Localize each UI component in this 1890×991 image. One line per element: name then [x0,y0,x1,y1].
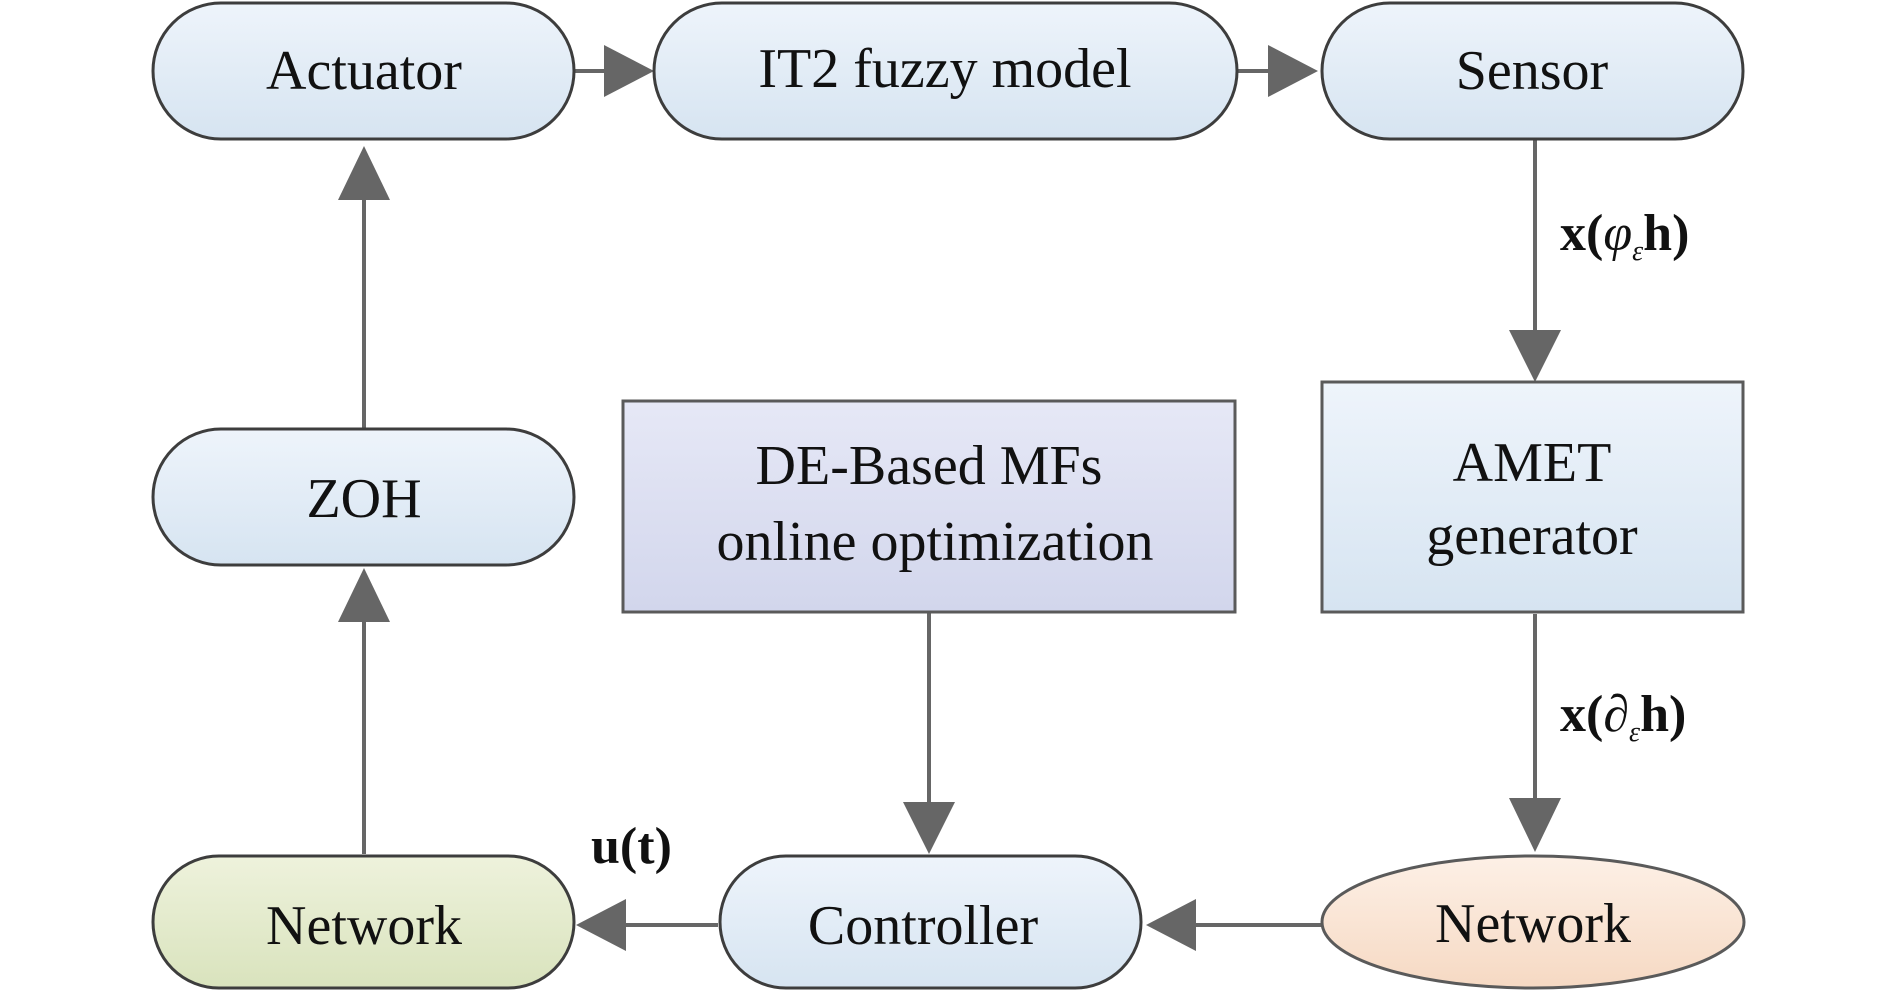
node-de-optimization-line1: DE-Based MFs [756,435,1103,497]
edge-label-u-t: u(t) [591,818,672,875]
node-network-left-label: Network [266,895,462,957]
node-amet-generator: AMET generator [1320,380,1745,614]
node-actuator: Actuator [151,1,576,141]
node-zoh: ZOH [151,427,576,567]
node-zoh-label: ZOH [306,468,421,530]
edge-actuator-to-model [574,45,654,97]
edge-zoh-to-actuator [338,146,390,428]
node-controller-label: Controller [808,895,1039,957]
node-de-optimization-line2: online optimization [716,511,1153,573]
edge-amet-to-network [1509,614,1561,852]
node-de-optimization: DE-Based MFs online optimization [621,399,1237,614]
edge-controller-to-network [576,899,718,951]
node-network-left: Network [151,854,576,990]
node-it2-fuzzy-model: IT2 fuzzy model [652,1,1239,141]
edge-sensor-to-amet [1509,140,1561,382]
edge-network-to-zoh [338,568,390,854]
node-sensor: Sensor [1320,1,1745,141]
edge-label-x-phi-h: x(φεh) [1560,205,1689,267]
node-network-right: Network [1320,854,1746,990]
node-controller: Controller [718,854,1143,990]
node-actuator-label: Actuator [266,40,462,102]
node-it2-fuzzy-model-label: IT2 fuzzy model [758,38,1131,100]
node-amet-generator-line1: AMET [1453,432,1612,494]
edge-label-x-partial-h: x(∂εh) [1560,686,1686,748]
node-amet-generator-line2: generator [1426,505,1638,567]
edge-optimization-to-controller [903,612,955,854]
node-network-right-label: Network [1435,893,1631,955]
node-sensor-label: Sensor [1456,40,1609,102]
edge-network-to-controller [1146,899,1322,951]
edge-model-to-sensor [1237,45,1318,97]
